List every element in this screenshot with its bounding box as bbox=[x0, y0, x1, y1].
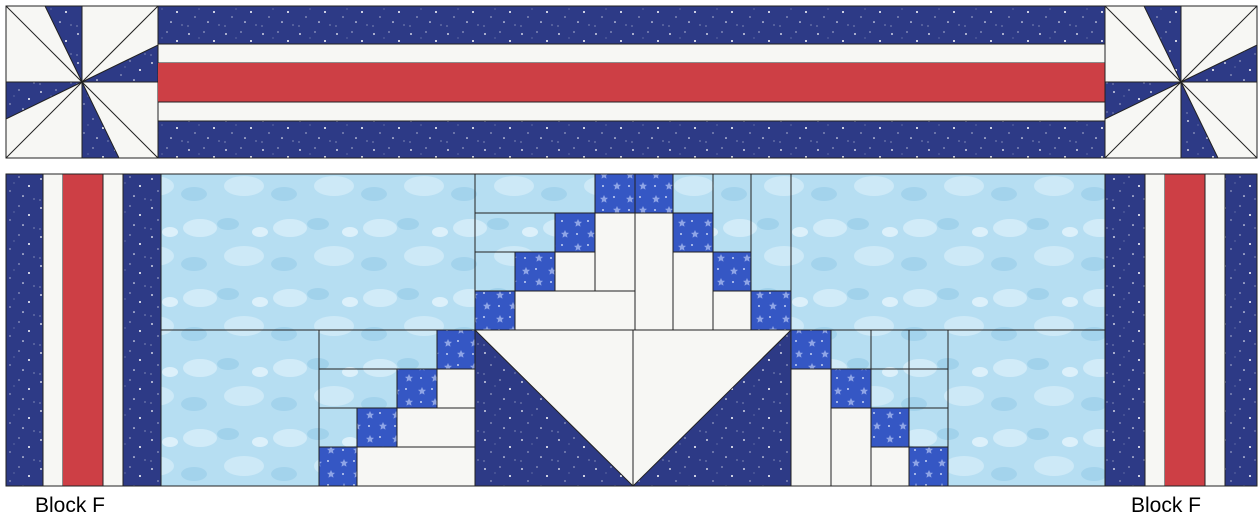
block-f-right bbox=[1105, 174, 1257, 486]
staircase-block-bottom-left bbox=[319, 330, 475, 486]
staircase-block-bottom-right bbox=[791, 330, 948, 486]
pinwheel-block-left bbox=[6, 6, 158, 158]
stripe-band-top bbox=[158, 6, 1105, 158]
top-border-row bbox=[6, 6, 1257, 158]
block-f-left bbox=[6, 174, 161, 486]
pinwheel-block-right bbox=[1105, 6, 1257, 158]
quilt-pattern-diagram bbox=[0, 0, 1260, 490]
staircase-block-top bbox=[475, 174, 791, 330]
block-f-right-label: Block F bbox=[1131, 494, 1201, 518]
main-block-row bbox=[6, 174, 1257, 486]
block-f-left-label: Block F bbox=[35, 494, 105, 518]
flying-geese-block bbox=[475, 330, 791, 486]
